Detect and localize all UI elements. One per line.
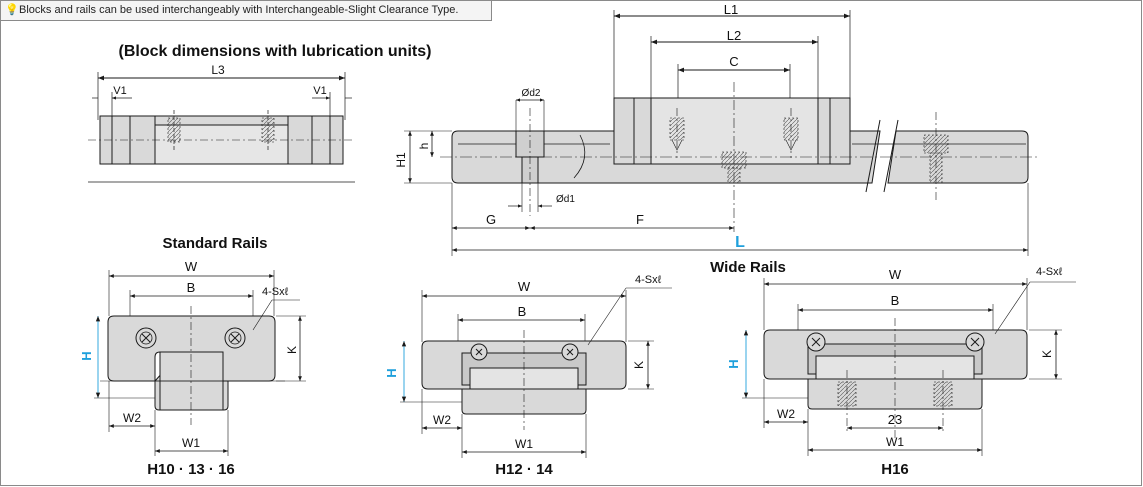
label-V1-right: V1 <box>313 85 326 97</box>
label-B-std: B <box>187 280 196 295</box>
label-d1: Ød1 <box>556 194 575 205</box>
main-side-view <box>404 10 1040 256</box>
label-H-h12: H <box>384 368 399 377</box>
label-W-h12: W <box>518 279 531 294</box>
caption-std: H10 · 13 · 16 <box>147 461 235 478</box>
label-L3: L3 <box>211 63 225 77</box>
caption-wide16: H16 <box>881 461 909 478</box>
wide-rail-section-h16 <box>742 278 1076 456</box>
label-W2-h16: W2 <box>777 407 795 421</box>
label-K-h12: K <box>632 361 646 369</box>
label-W1-std: W1 <box>182 436 200 450</box>
label-d2: Ød2 <box>522 88 541 99</box>
label-L: L <box>735 234 745 251</box>
wide-rail-section-h12 <box>400 287 672 458</box>
lightbulb-icon: 💡 <box>5 4 19 16</box>
label-C: C <box>729 54 738 69</box>
label-H-std: H <box>79 351 94 360</box>
label-H1: H1 <box>394 152 408 168</box>
label-W1-h12: W1 <box>515 437 533 451</box>
title-block-lube: (Block dimensions with lubrication units… <box>119 43 432 60</box>
label-S-std: 4-Sxℓ <box>262 286 289 298</box>
label-L1: L1 <box>724 2 738 17</box>
label-K-h16: K <box>1040 350 1054 358</box>
label-K-std: K <box>285 346 299 354</box>
label-F: F <box>636 212 644 227</box>
label-W2-h12: W2 <box>433 413 451 427</box>
title-wide-rails: Wide Rails <box>710 259 786 276</box>
label-H-h16: H <box>726 359 741 368</box>
standard-rail-section <box>94 270 306 456</box>
label-W1-h16: W1 <box>886 435 904 449</box>
label-W-std: W <box>185 259 198 274</box>
label-W-h16: W <box>889 267 902 282</box>
title-standard-rails: Standard Rails <box>162 235 267 252</box>
interchangeability-note: 💡Blocks and rails can be used interchang… <box>0 0 492 21</box>
label-L2: L2 <box>727 28 741 43</box>
label-B-h12: B <box>518 304 527 319</box>
lube-block-view <box>88 72 355 183</box>
label-S-h16: 4-Sxℓ <box>1036 266 1063 278</box>
label-W2-std: W2 <box>123 411 141 425</box>
label-h: h <box>417 143 431 150</box>
note-text: Blocks and rails can be used interchange… <box>19 4 459 16</box>
label-B-h16: B <box>891 293 900 308</box>
label-G: G <box>486 212 496 227</box>
label-S-h12: 4-Sxℓ <box>635 274 662 286</box>
label-V1-left: V1 <box>113 85 126 97</box>
label-23-h16: 23 <box>888 412 902 427</box>
caption-wide12: H12 · 14 <box>495 461 553 478</box>
